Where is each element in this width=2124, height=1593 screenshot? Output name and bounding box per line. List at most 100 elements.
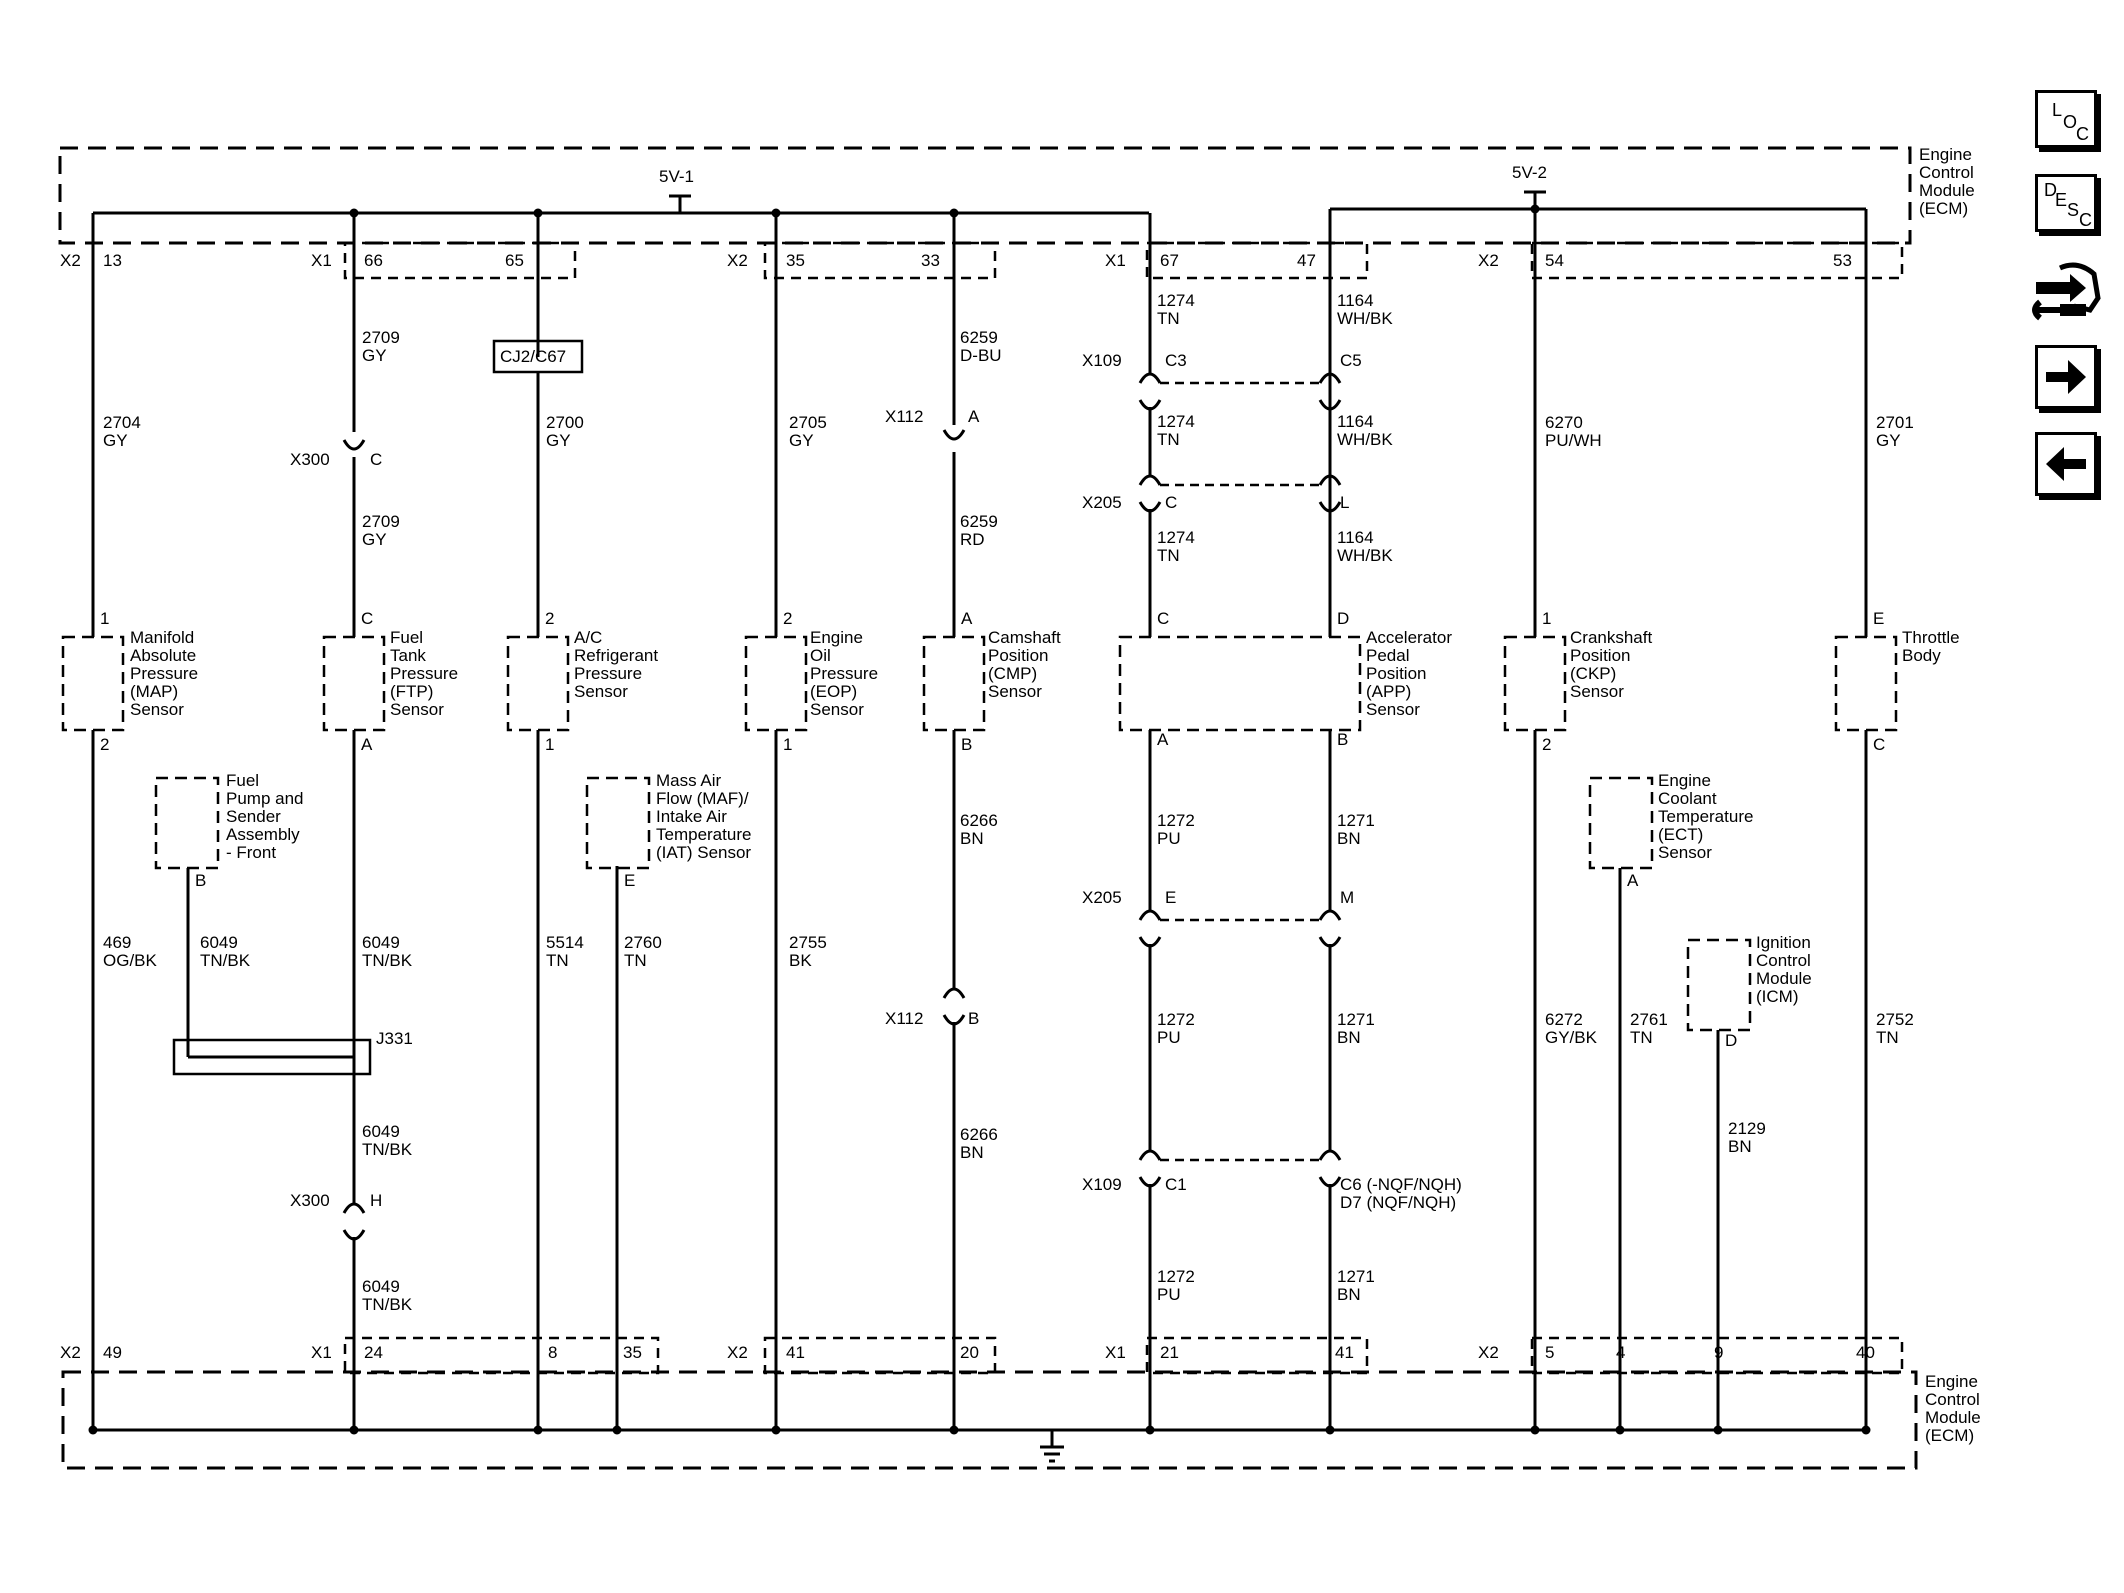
component-pin: E bbox=[1873, 609, 1884, 628]
component-pin: 2 bbox=[545, 609, 554, 628]
component-pin: C bbox=[1157, 609, 1169, 628]
inline-connector-pin: C bbox=[1165, 493, 1177, 512]
location-icon-c: C bbox=[2076, 124, 2089, 144]
bottom-connector-pin: 20 bbox=[960, 1343, 979, 1362]
description-icon-d: D bbox=[2044, 180, 2057, 200]
bottom-connector-pin: 21 bbox=[1160, 1343, 1179, 1362]
location-icon-o: O bbox=[2063, 112, 2078, 132]
top-connector-boxes bbox=[343, 241, 1904, 1375]
splice-box bbox=[492, 339, 584, 374]
component-pin: 2 bbox=[100, 735, 109, 754]
top-connector-pin: 13 bbox=[103, 251, 122, 270]
component-pin: 1 bbox=[100, 609, 109, 628]
description-button[interactable]: D E S C bbox=[2035, 174, 2097, 232]
top-connector-pin: 67 bbox=[1160, 251, 1179, 270]
description-icon-c: C bbox=[2079, 210, 2092, 230]
top-connector-pin: 33 bbox=[921, 251, 940, 270]
inline-connector-pin: C5 bbox=[1340, 351, 1362, 370]
inline-connector-pin: A bbox=[968, 407, 980, 426]
component-pin: C bbox=[361, 609, 373, 628]
inline-connector-name: X109 bbox=[1082, 351, 1122, 370]
ecm-bottom-outline bbox=[61, 1370, 1918, 1470]
inline-connector-name: X112 bbox=[885, 1009, 923, 1028]
bottom-connector-name: X2 bbox=[60, 1343, 81, 1362]
top-connector-pin: 53 bbox=[1833, 251, 1852, 270]
junction-dots bbox=[88, 204, 1871, 1435]
top-connector-pin: 35 bbox=[786, 251, 805, 270]
component-pin: A bbox=[1157, 730, 1169, 749]
next-page-button[interactable] bbox=[2035, 345, 2097, 409]
description-icon-s: S bbox=[2067, 200, 2080, 220]
component-pin: E bbox=[624, 871, 635, 890]
component-pin: A bbox=[1627, 871, 1639, 890]
top-connector-pin: 54 bbox=[1545, 251, 1564, 270]
inline-connector-pin: C1 bbox=[1165, 1175, 1187, 1194]
inline-connector-name: X112 bbox=[885, 407, 923, 426]
inline-connector-name: X205 bbox=[1082, 888, 1122, 907]
component-pin: A bbox=[961, 609, 973, 628]
bottom-connector-pin: 49 bbox=[103, 1343, 122, 1362]
inline-connector-symbols bbox=[342, 372, 1342, 1241]
bottom-connector-pin: 5 bbox=[1545, 1343, 1554, 1362]
bottom-connector-name: X2 bbox=[727, 1343, 748, 1362]
inline-connector-pin: L bbox=[1340, 493, 1349, 512]
top-connector-name: X2 bbox=[727, 251, 748, 270]
connector-links bbox=[1160, 381, 1320, 1162]
bottom-connector-name: X1 bbox=[311, 1343, 332, 1362]
splice-pack-label: J331 bbox=[376, 1029, 413, 1048]
inline-connector-pin: M bbox=[1340, 888, 1354, 907]
repair-procedure-button[interactable] bbox=[2030, 258, 2102, 328]
inline-connector-name: X205 bbox=[1082, 493, 1122, 512]
bottom-connector-name: X1 bbox=[1105, 1343, 1126, 1362]
description-icon-e: E bbox=[2055, 190, 2068, 210]
component-pin: A bbox=[361, 735, 373, 754]
arrow-left-icon bbox=[2046, 447, 2086, 481]
bottom-connector-pin: 24 bbox=[364, 1343, 383, 1362]
bottom-connector-pin: 41 bbox=[786, 1343, 805, 1362]
component-boxes bbox=[61, 635, 1898, 1032]
bottom-connector-pin: 4 bbox=[1616, 1343, 1625, 1362]
location-button[interactable]: L O C bbox=[2035, 90, 2097, 148]
bottom-connector-pin: 8 bbox=[548, 1343, 557, 1362]
previous-page-button[interactable] bbox=[2035, 432, 2097, 496]
inline-connector-pin: E bbox=[1165, 888, 1176, 907]
ground-symbol bbox=[1040, 1430, 1064, 1463]
supply-5v1-label: 5V-1 bbox=[659, 167, 694, 186]
component-pin: B bbox=[961, 735, 972, 754]
component-pin: B bbox=[1337, 730, 1348, 749]
component-pin: C bbox=[1873, 735, 1885, 754]
